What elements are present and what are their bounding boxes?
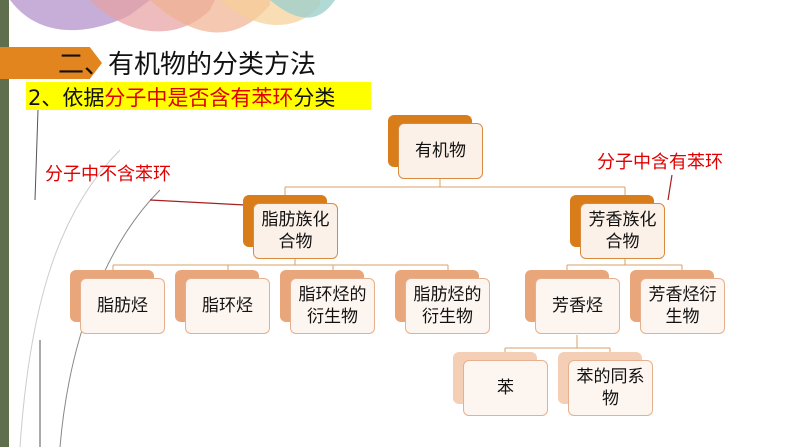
node-aliphatic: 脂肪族化合物 bbox=[243, 195, 338, 259]
node-aromatic: 芳香族化合物 bbox=[570, 195, 665, 259]
node-aromatic-hydrocarbon: 芳香烃 bbox=[525, 270, 620, 334]
subtitle-red: 分子中是否含有苯环 bbox=[104, 86, 294, 110]
node-aliphatic-derivative: 脂肪烃的衍生物 bbox=[395, 270, 490, 334]
title-banner bbox=[0, 47, 102, 79]
title-prefix: 二、 bbox=[58, 50, 111, 80]
node-alicyclic-hydrocarbon: 脂环烃 bbox=[175, 270, 270, 334]
node-benzene: 苯 bbox=[453, 352, 548, 416]
node-benzene-homologs: 苯的同系物 bbox=[558, 352, 653, 416]
subtitle-pre: 2、依据 bbox=[28, 86, 105, 110]
subtitle-highlight bbox=[26, 82, 371, 110]
node-alicyclic-derivative: 脂环烃的衍生物 bbox=[280, 270, 375, 334]
subtitle: 2、依据分子中是否含有苯环分类 bbox=[28, 82, 335, 112]
decorative-waves bbox=[10, 0, 335, 33]
label-has-benzene: 分子中含有苯环 bbox=[597, 152, 723, 173]
node-root: 有机物 bbox=[388, 115, 483, 179]
subtitle-post: 分类 bbox=[293, 86, 336, 110]
label-no-benzene: 分子中不含苯环 bbox=[45, 164, 171, 185]
left-bar bbox=[0, 0, 9, 447]
node-aromatic-derivative: 芳香烃衍生物 bbox=[630, 270, 725, 334]
page-title: 有机物的分类方法 bbox=[108, 50, 317, 80]
node-aliphatic-hydrocarbon: 脂肪烃 bbox=[70, 270, 165, 334]
